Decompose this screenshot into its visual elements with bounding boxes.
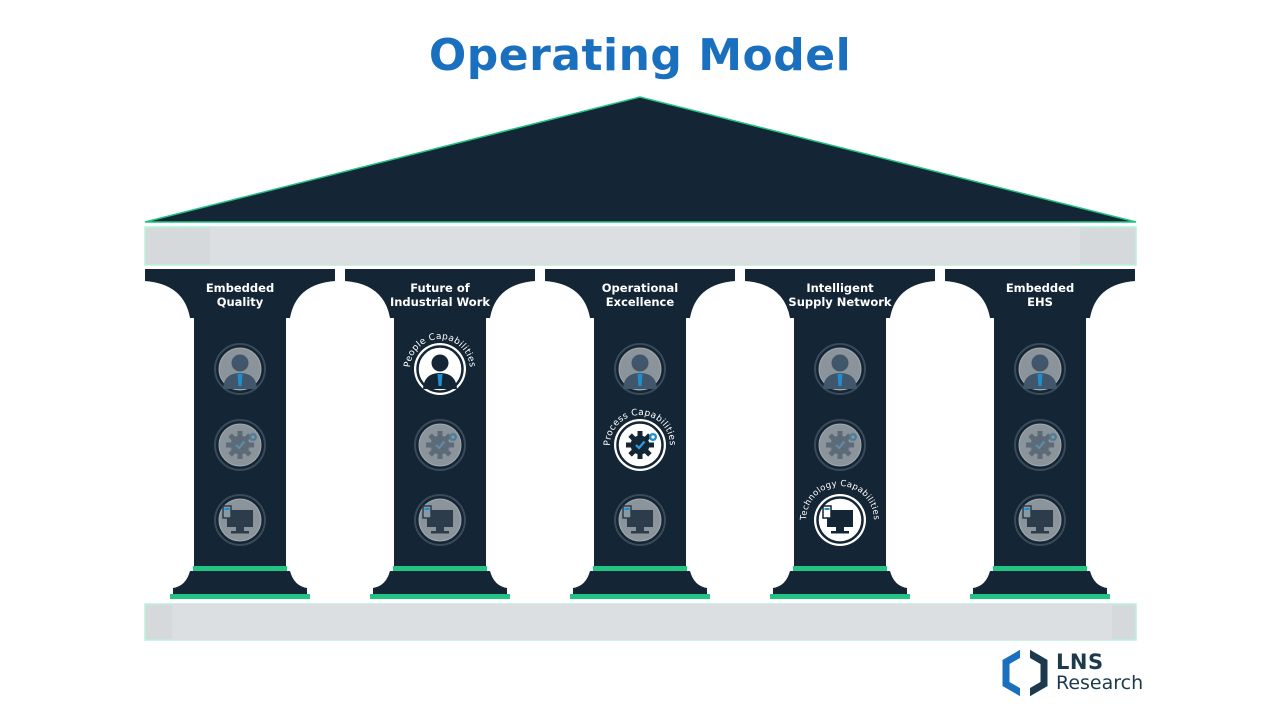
pillar-base xyxy=(373,571,507,594)
lns-research-logo: LNS Research xyxy=(1000,648,1170,698)
pillar-base-trim xyxy=(193,566,287,571)
pillar-title-line1: Future of xyxy=(410,281,470,295)
pillar-capital xyxy=(145,269,335,318)
pillar-base xyxy=(773,571,907,594)
gear-icon xyxy=(414,419,466,471)
pillar-capital xyxy=(345,269,535,318)
pillar-base-trim xyxy=(393,566,487,571)
pillar-capital xyxy=(945,269,1135,318)
pillar-title-line2: Excellence xyxy=(605,295,675,309)
pillar-plinth-trim xyxy=(570,594,710,599)
pillar-capital xyxy=(745,269,935,318)
pillar-title-line1: Operational xyxy=(601,281,679,295)
pillar-title-line1: Embedded xyxy=(205,281,275,295)
logo-subname: Research xyxy=(1056,672,1144,694)
pillar-title-line2: Supply Network xyxy=(788,295,892,309)
pillar-plinth-trim xyxy=(970,594,1110,599)
pillar: Process Capabilities xyxy=(545,269,735,599)
hexagon-logo-icon xyxy=(1002,648,1048,698)
pillar-plinth-trim xyxy=(170,594,310,599)
pillar-title-line1: Intelligent xyxy=(806,281,874,295)
pillar-title-line2: Quality xyxy=(216,295,264,309)
pillar-base xyxy=(173,571,307,594)
computer-icon xyxy=(214,494,266,546)
pillar-plinth-trim xyxy=(370,594,510,599)
temple-roof xyxy=(144,96,1137,223)
gear-icon xyxy=(1014,419,1066,471)
person-icon xyxy=(214,343,266,395)
pillar-capital xyxy=(545,269,735,318)
person-icon xyxy=(814,343,866,395)
person-icon: People Capabilities xyxy=(403,332,477,395)
pillar-title-line2: Industrial Work xyxy=(389,295,491,309)
pillar-base xyxy=(573,571,707,594)
gear-icon xyxy=(214,419,266,471)
pillar-plinth-trim xyxy=(770,594,910,599)
pillar xyxy=(945,269,1135,599)
pillar xyxy=(145,269,335,599)
person-icon xyxy=(1014,343,1066,395)
computer-icon xyxy=(414,494,466,546)
person-icon xyxy=(614,343,666,395)
gear-icon: Process Capabilities xyxy=(603,408,677,471)
pillar-base-trim xyxy=(993,566,1087,571)
pillar-base xyxy=(973,571,1107,594)
computer-icon xyxy=(1014,494,1066,546)
pillar: People Capabilities xyxy=(345,269,535,599)
computer-icon xyxy=(614,494,666,546)
logo-name: LNS xyxy=(1056,650,1104,674)
pillar-base-trim xyxy=(593,566,687,571)
pillar-title-line1: Embedded xyxy=(1005,281,1075,295)
pillar: Technology Capabilities xyxy=(745,269,935,599)
pillar-base-trim xyxy=(793,566,887,571)
gear-icon xyxy=(814,419,866,471)
page-title: Operating Model xyxy=(428,30,852,81)
pillar-title-line2: EHS xyxy=(1027,295,1053,309)
